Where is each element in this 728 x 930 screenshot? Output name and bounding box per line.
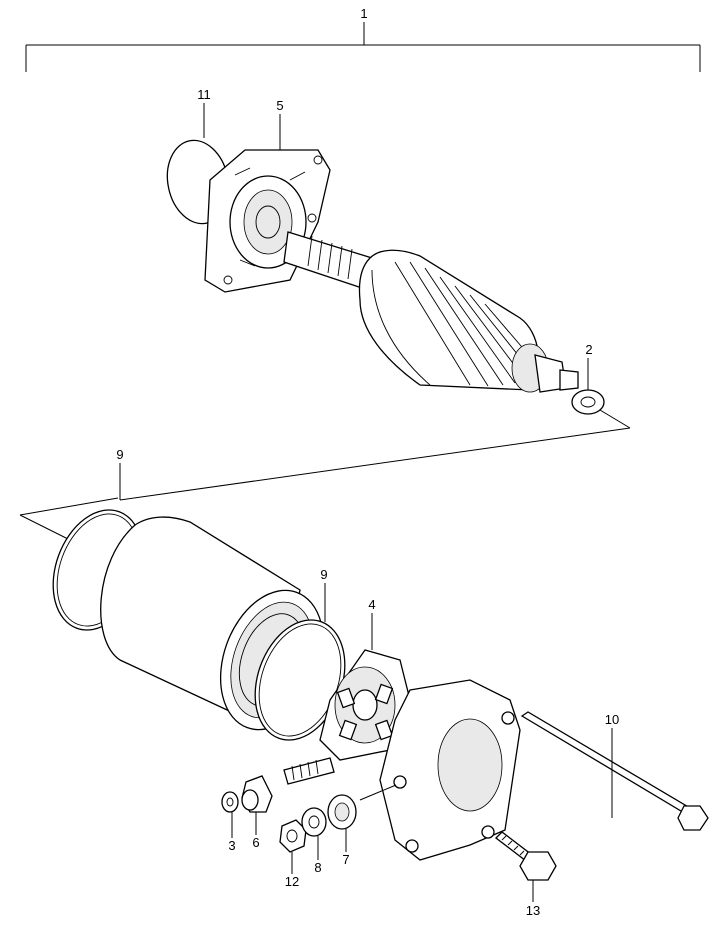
callout-10: 10 — [605, 712, 619, 727]
part-6-insulator — [241, 775, 273, 813]
callout-9-right: 9 — [320, 567, 327, 582]
part-7-insulating-washer — [327, 794, 357, 830]
part-12-nut — [279, 819, 307, 853]
callout-2: 2 — [585, 342, 592, 357]
part-9-o-ring-right — [254, 619, 346, 741]
callout-3: 3 — [228, 838, 235, 853]
armature-shaft — [283, 231, 373, 291]
rear-end-cover — [359, 679, 521, 861]
leader-lines — [119, 103, 613, 902]
callout-1: 1 — [360, 6, 367, 21]
callout-13: 13 — [526, 903, 540, 918]
callout-5: 5 — [276, 98, 283, 113]
assembly-bracket — [25, 22, 701, 72]
part-8-spacer — [301, 807, 327, 837]
callout-6: 6 — [252, 835, 259, 850]
part-10-through-bolt — [520, 711, 709, 831]
callout-12: 12 — [285, 874, 299, 889]
callout-8: 8 — [314, 860, 321, 875]
part-13-bolt — [495, 831, 557, 881]
callout-labels: 1 11 5 2 9 9 4 10 3 6 7 8 12 13 — [116, 6, 619, 918]
part-4-brush-holder — [283, 649, 411, 785]
part-3-washer — [221, 791, 239, 813]
part-2-washer — [571, 389, 605, 415]
callout-11: 11 — [197, 87, 211, 102]
assembly-guide-lines — [19, 409, 631, 541]
callout-4: 4 — [368, 597, 375, 612]
armature — [358, 249, 579, 393]
callout-9-left: 9 — [116, 447, 123, 462]
callout-7: 7 — [342, 852, 349, 867]
